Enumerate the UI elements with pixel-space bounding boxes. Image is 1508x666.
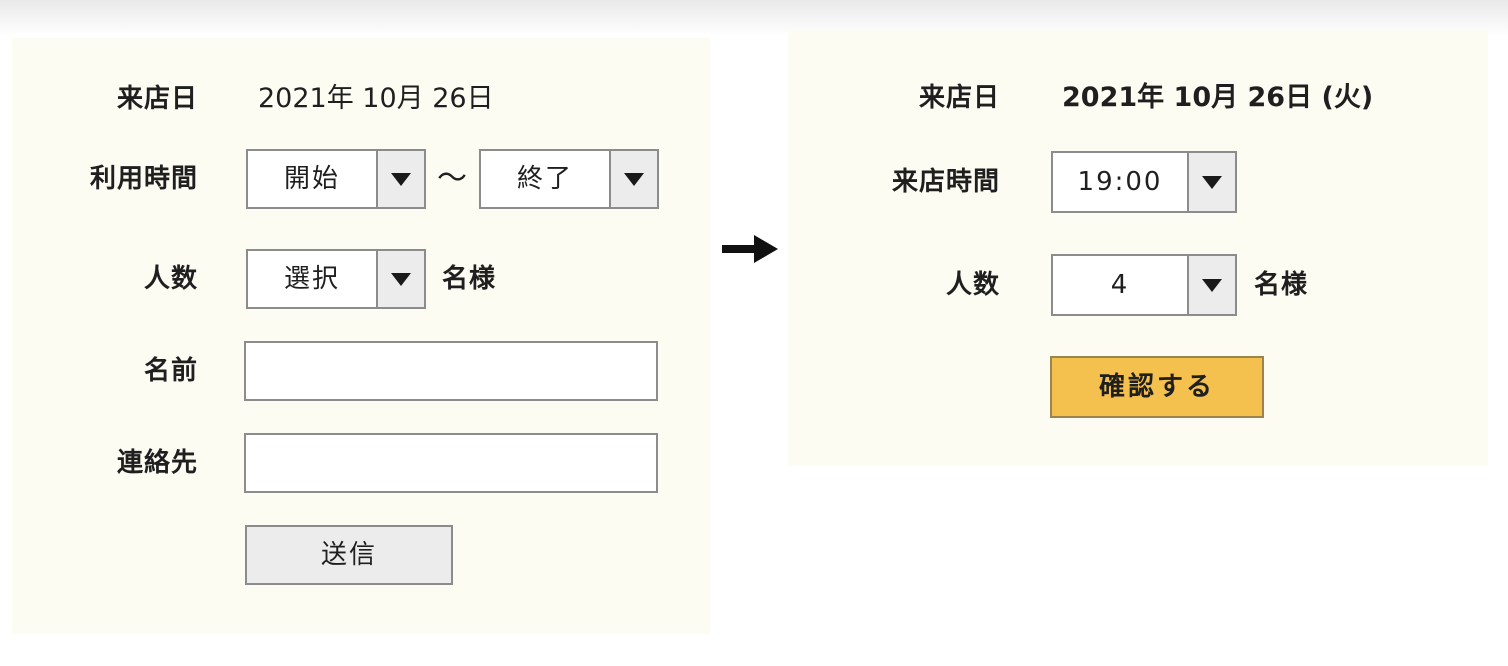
party-size-dropdown-button[interactable]: [376, 251, 424, 307]
end-time-select-value: 終了: [516, 164, 573, 194]
party-size-suffix: 名様: [442, 264, 497, 294]
visit-date-label: 来店日: [116, 84, 198, 114]
triangle-down-icon: [391, 272, 411, 286]
triangle-down-icon: [1202, 278, 1222, 292]
form-before-panel: 来店日 2021年 10月 26日 利用時間 開始 ～ 終了 人数 選択 名様 …: [12, 38, 710, 634]
start-time-select-value: 開始: [283, 164, 340, 194]
visit-time-select-value: 19:00: [1077, 167, 1163, 197]
triangle-down-icon: [1202, 175, 1222, 189]
party-size-dropdown-button[interactable]: [1187, 256, 1235, 314]
visit-time-select[interactable]: 19:00: [1051, 151, 1237, 213]
visit-date-value: 2021年 10月 26日 (火): [1062, 82, 1374, 113]
party-size-select[interactable]: 選択: [246, 249, 426, 309]
party-size-select[interactable]: 4: [1051, 254, 1237, 316]
visit-date-label: 来店日: [918, 83, 1000, 113]
party-size-label: 人数: [143, 264, 198, 294]
name-label: 名前: [143, 356, 198, 386]
start-time-select[interactable]: 開始: [246, 149, 426, 209]
usage-time-label: 利用時間: [89, 164, 198, 194]
party-size-suffix: 名様: [1254, 270, 1309, 300]
end-time-dropdown-button[interactable]: [609, 151, 657, 207]
send-button[interactable]: 送信: [245, 525, 453, 585]
triangle-down-icon: [391, 172, 411, 186]
visit-time-dropdown-button[interactable]: [1187, 153, 1235, 211]
party-size-label: 人数: [945, 270, 1000, 300]
arrow-right-icon: [722, 235, 778, 263]
party-size-select-value: 選択: [283, 264, 340, 294]
visit-time-label: 来店時間: [891, 167, 1000, 197]
contact-input[interactable]: [244, 433, 658, 493]
visit-date-value: 2021年 10月 26日: [258, 83, 494, 114]
time-range-separator: ～: [437, 161, 467, 196]
confirm-button[interactable]: 確認する: [1050, 356, 1264, 418]
form-after-panel: 来店日 2021年 10月 26日 (火) 来店時間 19:00 人数 4 名様…: [788, 30, 1488, 466]
name-input[interactable]: [244, 341, 658, 401]
start-time-dropdown-button[interactable]: [376, 151, 424, 207]
contact-label: 連絡先: [116, 448, 198, 478]
end-time-select[interactable]: 終了: [479, 149, 659, 209]
party-size-select-value: 4: [1110, 270, 1130, 300]
triangle-down-icon: [624, 172, 644, 186]
